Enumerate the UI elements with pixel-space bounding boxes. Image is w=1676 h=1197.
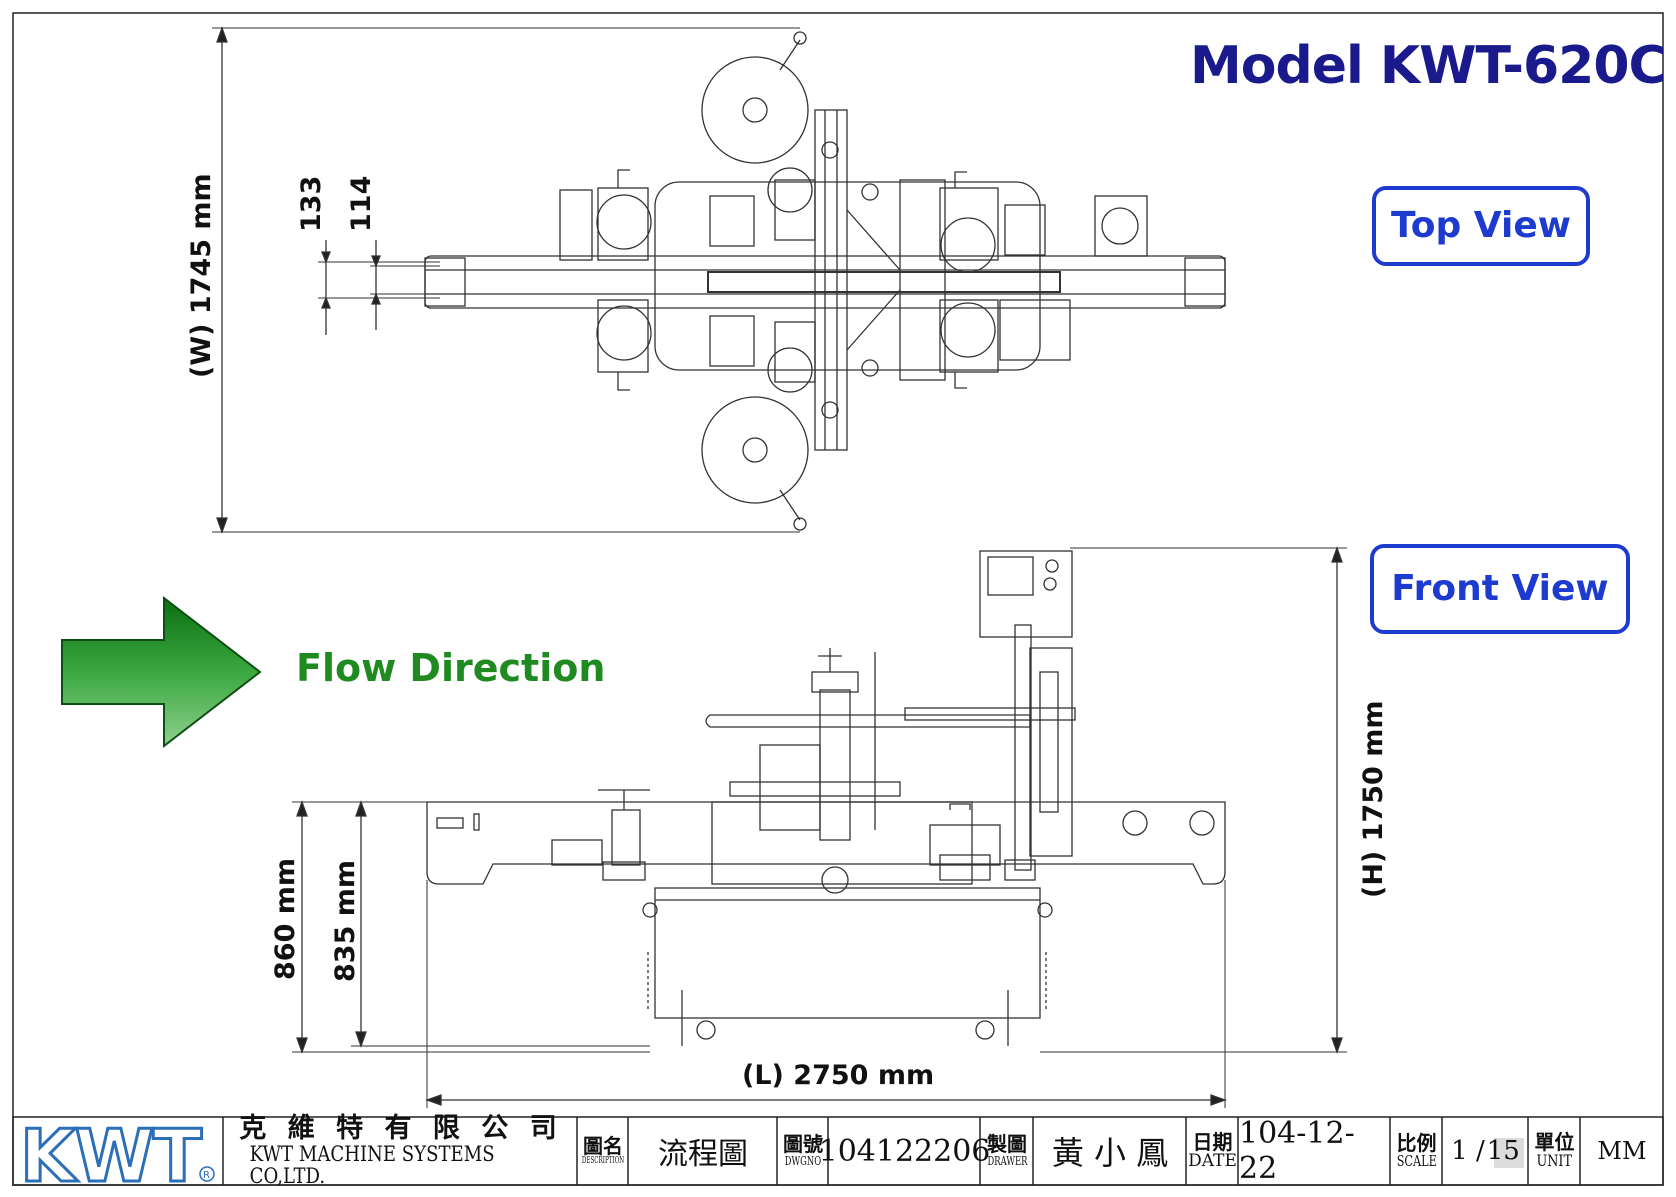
flow-direction-label: Flow Direction [296,646,606,690]
front-view-label: Front View [1370,544,1630,634]
description-value: 流程圖 [658,1137,748,1172]
drawer-label: 製圖 DRAWER [987,1132,1027,1169]
scale-label: 比例 SCALE [1396,1130,1437,1170]
length-dimension: (L) 2750 mm [742,1060,935,1091]
unit-label: 單位 UNIT [1534,1130,1575,1171]
dimension-114: 114 [346,175,377,232]
registered-mark-glyph: R [203,1170,210,1181]
dwgno-value: 104122206 [818,1133,991,1169]
top-view-drawing [212,26,1226,534]
scale-highlight [1494,1138,1524,1168]
model-title: Model KWT-620C [1190,36,1667,96]
title-block-frame [12,1116,1664,1186]
kwt-logo: KWT [20,1114,202,1197]
flow-direction-arrow [61,595,262,749]
scale-value: 1 / 15 [1451,1136,1520,1166]
top-view-label: Top View [1372,186,1590,266]
registered-mark-icon [199,1166,215,1182]
drawer-value: 黃 小 鳳 [1051,1134,1169,1172]
description-label: 圖名 DESCRIPTION [581,1133,625,1166]
dimension-835: 835 mm [330,859,361,982]
date-label: 日期 DATE [1188,1129,1237,1171]
dimension-133: 133 [296,175,327,232]
company-name: 克 維 特 有 限 公 司 KWT MACHINE SYSTEMS CO,LTD… [225,1114,577,1187]
unit-value: MM [1597,1137,1647,1165]
front-view-drawing [292,546,1347,1108]
date-value: 104-12-22 [1239,1116,1355,1186]
dimension-860: 860 mm [270,857,301,980]
height-dimension: (H) 1750 mm [1358,700,1389,899]
width-dimension: (W) 1745 mm [186,173,217,378]
dwgno-label: 圖號 DWGNO [783,1132,823,1169]
company-name-cn: 克 維 特 有 限 公 司 [239,1112,563,1144]
company-name-en: KWT MACHINE SYSTEMS CO,LTD. [249,1142,495,1189]
